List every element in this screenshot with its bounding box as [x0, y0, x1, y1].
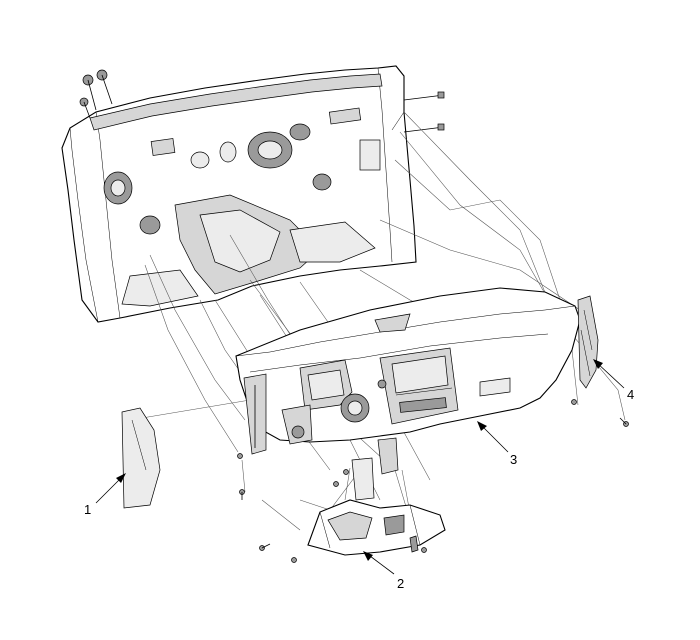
lower-crash-pad-panel [259, 499, 446, 563]
callout-3-label: 3 [510, 452, 517, 467]
callout-1: 1 [84, 473, 126, 517]
callout-4: 4 [593, 359, 634, 402]
left-side-cover [121, 407, 161, 509]
callout-2: 2 [363, 551, 404, 591]
cowl-dash-panel [61, 65, 445, 323]
crash-pad-assembly [235, 287, 581, 501]
callout-2-label: 2 [397, 576, 404, 591]
callout-4-label: 4 [627, 387, 634, 402]
right-side-cover [577, 295, 629, 427]
callout-1-label: 1 [84, 502, 91, 517]
callout-3: 3 [477, 421, 517, 467]
